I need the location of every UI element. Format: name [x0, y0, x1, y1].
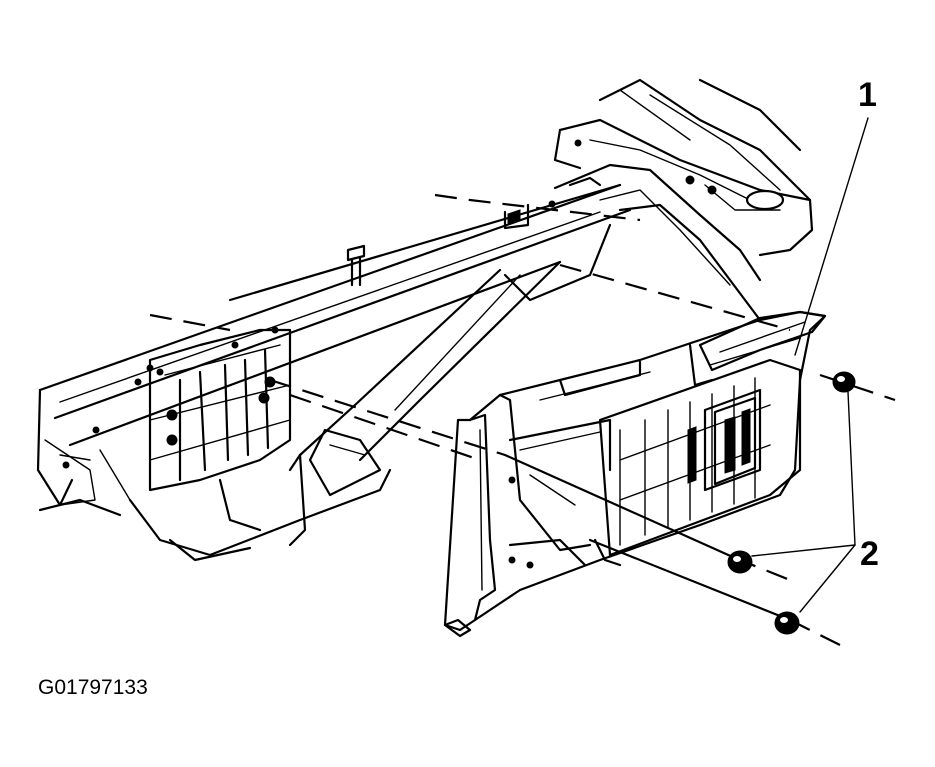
leader-lines — [751, 117, 869, 613]
frame-rail — [36, 78, 814, 562]
bracket-assembly — [443, 310, 827, 638]
figure-id-label: G01797133 — [38, 676, 148, 699]
nut-middle — [727, 550, 753, 574]
callout-2: 2 — [860, 535, 879, 573]
nut-lower — [774, 611, 800, 635]
nut-upper — [832, 371, 856, 393]
nut-group — [727, 371, 856, 635]
alignment-lines — [149, 193, 896, 646]
callout-1: 1 — [858, 76, 877, 114]
leader-line-1 — [794, 117, 869, 356]
leader-line-2b — [799, 544, 856, 613]
